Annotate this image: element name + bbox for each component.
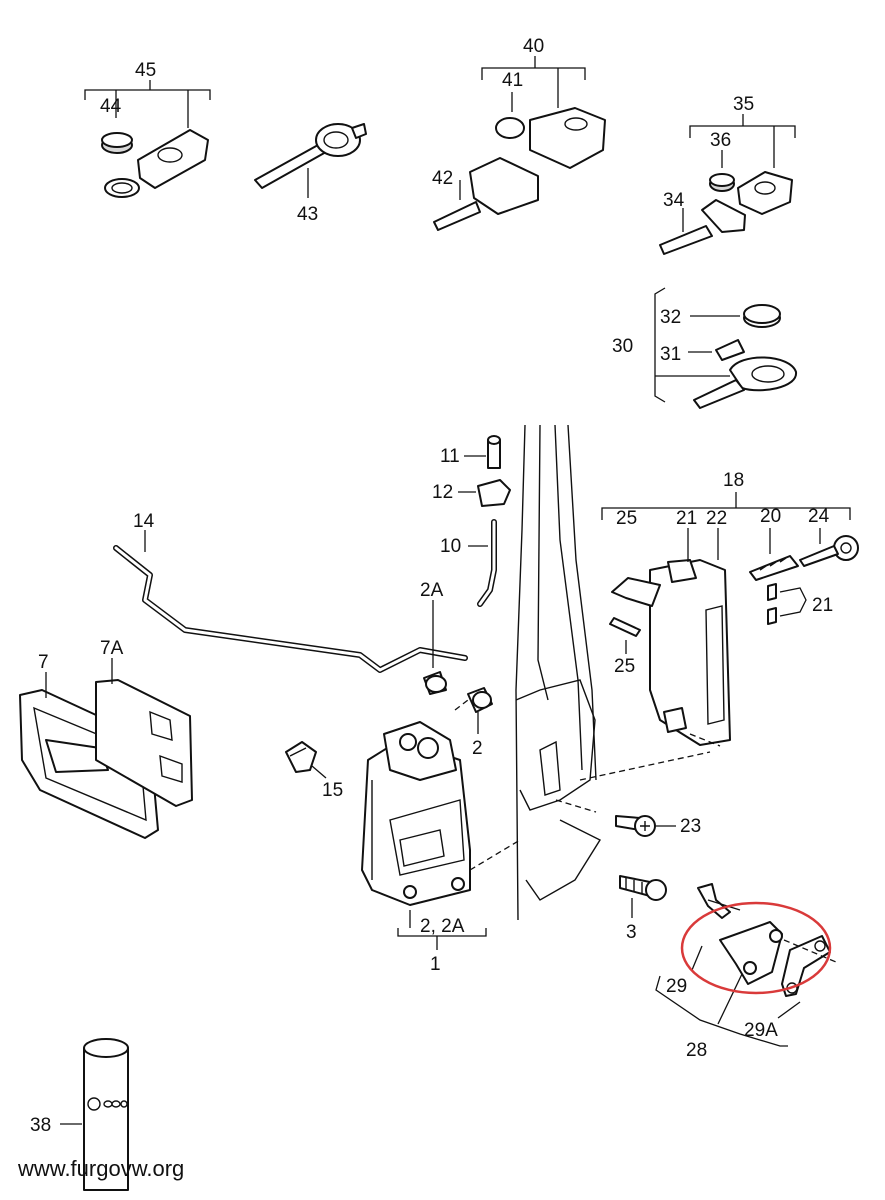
pin-25 (609, 617, 641, 654)
key-blade-43 (254, 123, 367, 198)
label-3: 3 (626, 922, 637, 943)
lock-cylinder-20 (749, 528, 799, 581)
label-25-top: 25 (616, 508, 637, 529)
label-12: 12 (432, 482, 453, 503)
bezel-7A (95, 658, 193, 807)
label-43: 43 (297, 204, 318, 225)
label-21-right: 21 (812, 595, 833, 616)
label-21-top: 21 (676, 508, 697, 529)
clip-2 (454, 687, 493, 734)
remote-key-45 (84, 80, 211, 198)
screw-23 (615, 815, 676, 837)
dash-handle-2 (555, 799, 597, 813)
label-34: 34 (663, 190, 685, 211)
label-38: 38 (30, 1115, 51, 1136)
door-lock-1 (361, 721, 521, 950)
springs-21 (767, 583, 807, 625)
label-28: 28 (686, 1040, 707, 1061)
label-29A: 29A (744, 1020, 778, 1041)
clip-15 (285, 741, 327, 779)
label-14: 14 (133, 511, 155, 532)
label-36: 36 (710, 130, 731, 151)
key-24 (799, 528, 859, 567)
label-7: 7 (38, 652, 49, 673)
label-25-bottom: 25 (614, 656, 635, 677)
label-45: 45 (135, 60, 156, 81)
label-30: 30 (612, 336, 633, 357)
label-29: 29 (666, 976, 687, 997)
exterior-handle-18 (601, 492, 851, 747)
rod-10 (468, 519, 497, 607)
door-frame (515, 424, 602, 921)
label-11: 11 (440, 446, 460, 467)
label-15: 15 (322, 780, 343, 801)
label-35: 35 (733, 94, 754, 115)
highlight-circle (680, 901, 832, 995)
label-44: 44 (100, 96, 122, 117)
label-24: 24 (808, 506, 830, 527)
label-2A-top: 2A (420, 580, 444, 601)
label-40: 40 (523, 36, 544, 57)
spray-can-38 (60, 1038, 129, 1191)
label-31: 31 (660, 344, 681, 365)
label-7A: 7A (100, 638, 124, 659)
label-2: 2 (472, 738, 483, 759)
label-32: 32 (660, 307, 681, 328)
label-23: 23 (680, 816, 701, 837)
clip-2A (423, 600, 447, 695)
label-22: 22 (706, 508, 727, 529)
rod-14 (113, 530, 468, 673)
key-assembly-35 (659, 114, 796, 255)
key-assembly-30 (654, 287, 797, 409)
pin-11 (464, 435, 501, 469)
label-10: 10 (440, 536, 461, 557)
striker-assembly-28 (655, 883, 837, 1047)
screw-3 (619, 875, 667, 918)
label-1: 1 (430, 954, 441, 975)
guide-12 (458, 479, 511, 507)
watermark: www.furgovw.org (17, 1156, 184, 1181)
dash-handle-1 (579, 751, 711, 781)
label-20: 20 (760, 506, 781, 527)
label-18: 18 (723, 470, 744, 491)
key-assembly-40 (433, 56, 606, 231)
key-ring-icon (104, 178, 140, 198)
label-41: 41 (502, 70, 523, 91)
label-2-2A: 2, 2A (420, 916, 465, 937)
label-42: 42 (432, 168, 453, 189)
cap-41-icon (495, 117, 525, 139)
